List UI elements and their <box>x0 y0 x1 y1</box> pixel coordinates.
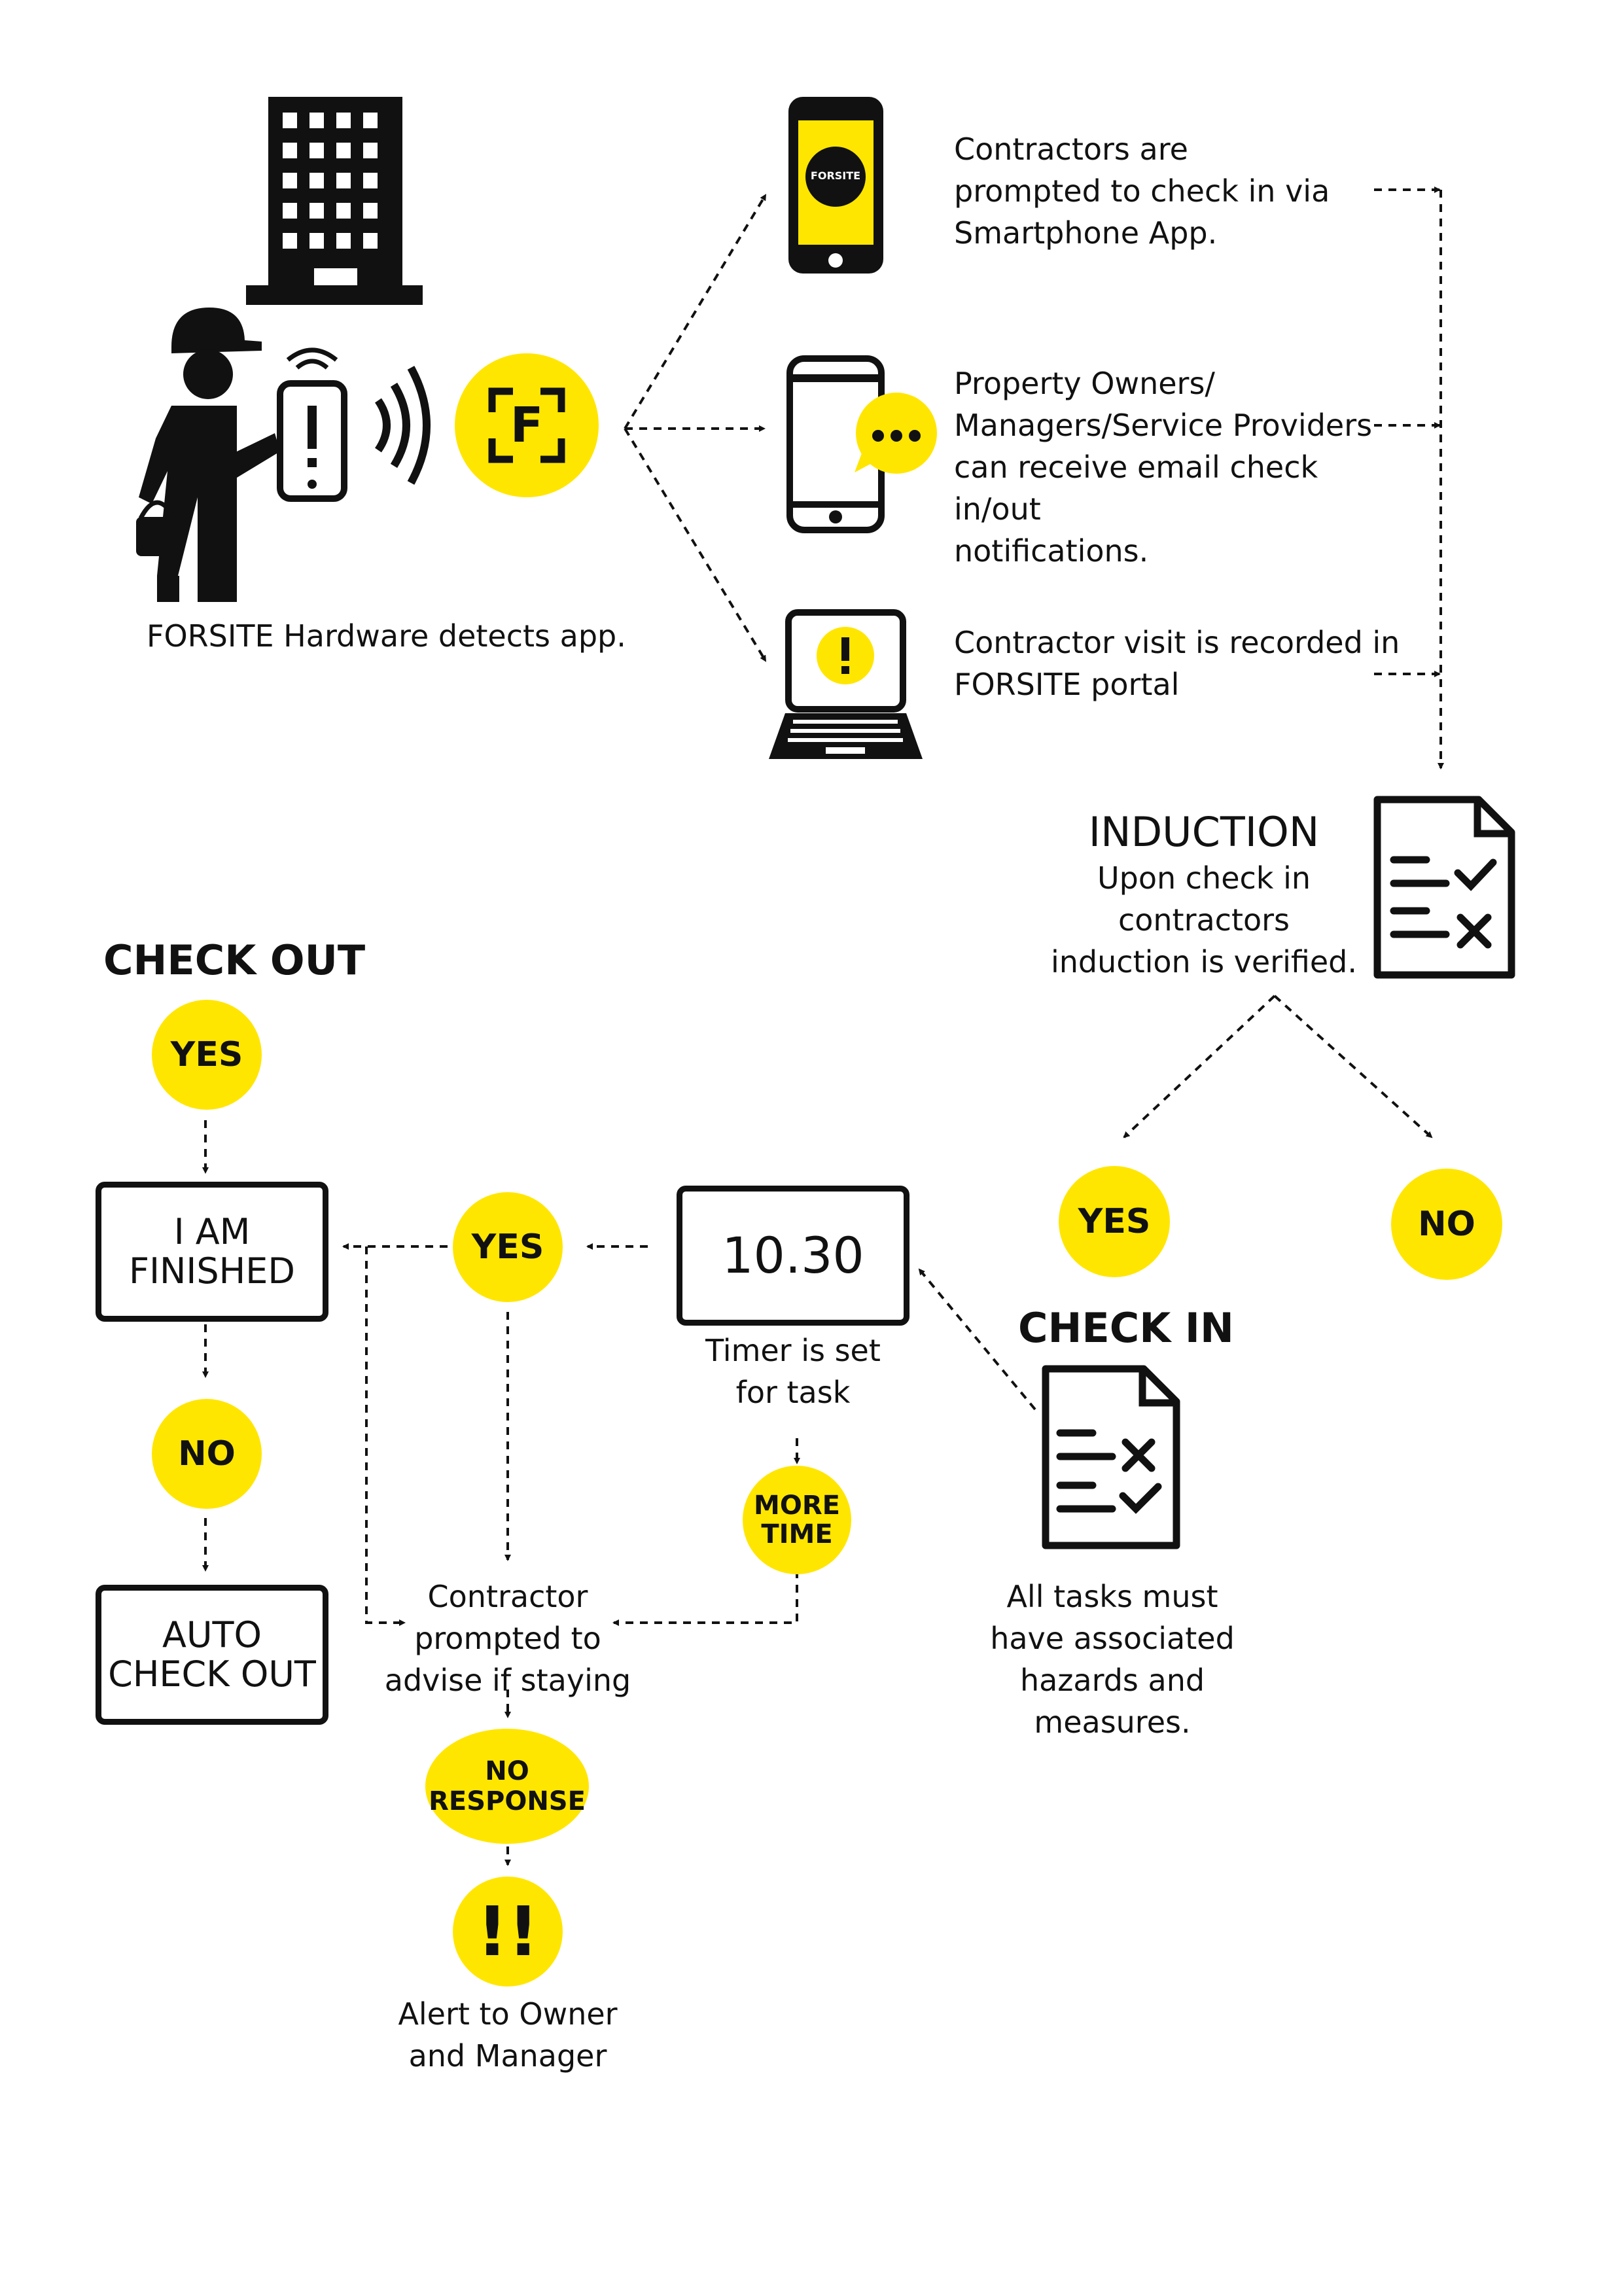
more-time-circle[interactable]: MORE TIME <box>743 1466 851 1574</box>
alert-text: Alert to Owner and Manager <box>370 1993 645 2077</box>
auto-check-out-box: AUTO CHECK OUT <box>96 1585 328 1725</box>
check-in-line: All tasks must <box>1006 1579 1218 1614</box>
check-out-yes-label: YES <box>170 1035 243 1074</box>
induction-line: induction is verified. <box>1051 944 1357 980</box>
outcome-line: Smartphone App. <box>954 215 1218 251</box>
building-icon <box>246 97 423 305</box>
check-out-no-circle[interactable]: NO <box>152 1399 262 1509</box>
outcome-portal-text: Contractor visit is recorded in FORSITE … <box>954 622 1412 705</box>
outcome-line: Contractor visit is recorded in <box>954 625 1400 660</box>
timer-box: 10.30 <box>677 1186 909 1326</box>
timer-text: Timer is set for task <box>662 1330 924 1413</box>
outcome-line: prompted to check in via <box>954 173 1330 209</box>
check-out-no-label: NO <box>178 1434 236 1474</box>
timer-line: for task <box>735 1375 851 1410</box>
check-out-yes-circle[interactable]: YES <box>152 1000 262 1110</box>
hardware-caption: FORSITE Hardware detects app. <box>147 618 626 654</box>
induction-yes-label: YES <box>1078 1202 1151 1241</box>
check-in-line: have associated <box>990 1621 1235 1656</box>
outcome-smartphone-text: Contractors are prompted to check in via… <box>954 128 1412 254</box>
check-in-line: hazards and <box>1019 1663 1205 1698</box>
no-response-line: RESPONSE <box>429 1786 586 1816</box>
alert-symbol: !! <box>476 1892 539 1971</box>
more-time-line: TIME <box>761 1519 833 1549</box>
connector-arrows <box>202 186 1444 1866</box>
no-response-ellipse[interactable]: NO RESPONSE <box>425 1729 589 1844</box>
auto-line: AUTO <box>162 1614 262 1655</box>
check-in-title: CHECK IN <box>1018 1304 1234 1352</box>
laptop-alert-icon <box>769 609 923 759</box>
outcome-line: can receive email check in/out <box>954 450 1318 527</box>
phone-alert-icon <box>277 347 347 502</box>
induction-document-icon <box>1373 796 1515 979</box>
outcome-line: Managers/Service Providers <box>954 408 1373 443</box>
outcome-email-text: Property Owners/ Managers/Service Provid… <box>954 362 1412 572</box>
no-response-line: NO <box>485 1756 529 1786</box>
induction-no-label: NO <box>1418 1205 1475 1244</box>
smartphone-app-icon <box>788 97 883 274</box>
i-am-finished-button[interactable]: I AM FINISHED <box>96 1182 328 1322</box>
finished-line: FINISHED <box>129 1250 295 1292</box>
alert-line: Alert to Owner <box>398 1996 618 2032</box>
check-out-title: CHECK OUT <box>103 936 366 984</box>
alert-circle: !! <box>453 1877 563 1987</box>
induction-line: Upon check in <box>1097 860 1311 896</box>
auto-line: CHECK OUT <box>108 1653 316 1695</box>
wireless-signal-icon <box>374 366 431 485</box>
finished-line: I AM <box>173 1211 251 1252</box>
induction-line: contractors <box>1118 902 1290 938</box>
outcome-line: Contractors are <box>954 132 1188 167</box>
prompt-text: Contractor prompted to advise if staying <box>370 1576 645 1701</box>
outcome-line: notifications. <box>954 533 1149 569</box>
timer-line: Timer is set <box>705 1333 881 1368</box>
phone-message-icon <box>786 355 937 533</box>
induction-text: Upon check in contractors induction is v… <box>1021 857 1387 983</box>
check-in-document-icon <box>1042 1365 1180 1549</box>
prompt-line: prompted to <box>414 1621 601 1656</box>
check-in-text: All tasks must have associated hazards a… <box>975 1576 1250 1743</box>
outcome-line: Property Owners/ <box>954 366 1215 401</box>
timer-value: 10.30 <box>722 1226 864 1284</box>
induction-title: INDUCTION <box>1088 808 1320 856</box>
prompt-line: Contractor <box>427 1579 588 1614</box>
outcome-line: FORSITE portal <box>954 667 1180 702</box>
prompt-line: advise if staying <box>384 1663 631 1698</box>
induction-no-circle[interactable]: NO <box>1391 1169 1502 1280</box>
timer-yes-circle[interactable]: YES <box>453 1192 563 1302</box>
check-in-line: measures. <box>1034 1704 1191 1740</box>
phone-logo-text: FORSITE <box>810 169 861 182</box>
alert-line: and Manager <box>408 2038 607 2074</box>
induction-yes-circle[interactable]: YES <box>1059 1166 1170 1277</box>
forsite-logo-letter: F <box>510 397 544 453</box>
forsite-logo-icon <box>455 353 599 497</box>
contractor-worker-icon <box>136 308 280 602</box>
timer-yes-label: YES <box>471 1227 544 1267</box>
more-time-line: MORE <box>754 1491 840 1521</box>
